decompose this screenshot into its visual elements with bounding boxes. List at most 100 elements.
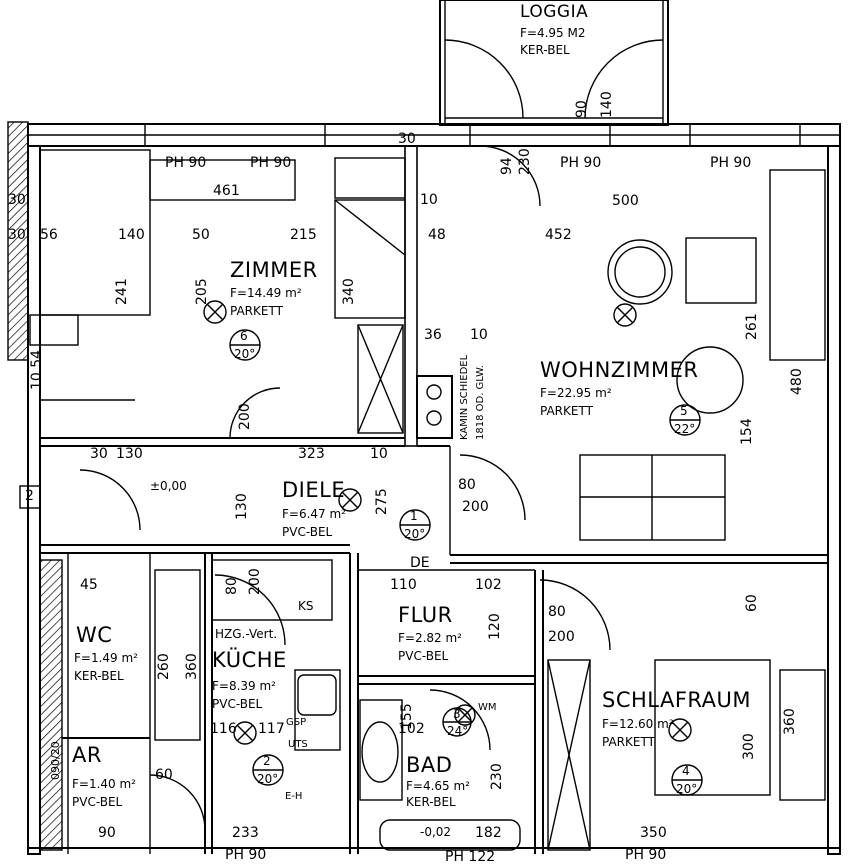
dim-s360: 360 [782, 708, 798, 735]
bad-floor: KER-BEL [406, 795, 456, 809]
flur-name: FLUR [398, 603, 453, 627]
diele-area: F=6.47 m² [282, 507, 346, 521]
ph90-5: PH 90 [225, 847, 267, 863]
diele-number: 1 [410, 509, 418, 523]
level-label: ±0,00 [150, 479, 187, 493]
dim-117: 117 [258, 721, 285, 737]
dim-130b: 130 [234, 493, 250, 520]
ar-floor: PVC-BEL [72, 795, 123, 809]
schiedel-label: KAMIN SCHIEDEL [459, 354, 470, 440]
dim-top-30: 30 [398, 131, 416, 147]
wall-zimmer-wohnzimmer [404, 145, 418, 447]
dim-261: 261 [744, 313, 760, 340]
kueche-number: 2 [263, 754, 271, 768]
diele-floor: PVC-BEL [282, 525, 333, 539]
lamp-diele [338, 488, 362, 512]
bad-temp: 24° [447, 724, 469, 738]
stair-marker: 2 [25, 488, 34, 504]
dim-b102: 102 [398, 721, 425, 737]
dim-215: 215 [290, 227, 317, 243]
dim-241: 241 [114, 278, 130, 305]
dim-230t: 230 [517, 148, 533, 175]
chimney [416, 375, 453, 439]
ph90-6: PH 90 [625, 847, 667, 863]
lamp-bad [454, 704, 476, 726]
ar-name: AR [72, 743, 102, 767]
dim-side: 090/20 [49, 741, 62, 780]
zimmer-temp: 20° [234, 347, 256, 361]
level2-label: -0,02 [420, 825, 452, 839]
dim-10: 10 [420, 192, 438, 208]
dim-30a: 30 [8, 192, 26, 208]
dim-f60: 60 [744, 594, 760, 612]
wohnzimmer-area: F=22.95 m² [540, 386, 612, 400]
wm-label: WM [478, 702, 497, 713]
lamp-zimmer [203, 300, 227, 324]
ph90-4: PH 90 [710, 155, 752, 171]
dim-233: 233 [232, 825, 259, 841]
zimmer-area: F=14.49 m² [230, 286, 302, 300]
flur-floor: PVC-BEL [398, 649, 449, 663]
loggia-area: F=4.95 M2 [520, 26, 586, 40]
lamp-wohnzimmer [613, 303, 637, 327]
dim-452: 452 [545, 227, 572, 243]
dim-230: 230 [489, 763, 505, 790]
schlafraum-floor: PARKETT [602, 735, 655, 749]
dim-45b: 45 [80, 577, 98, 593]
ar-area: F=1.40 m² [72, 777, 136, 791]
dim-50: 50 [192, 227, 210, 243]
loggia-floor: KER-BEL [520, 43, 570, 57]
dim-182: 182 [475, 825, 502, 841]
dim-323: 323 [298, 446, 325, 462]
dim-275: 275 [374, 488, 390, 515]
diele-temp: 20° [404, 527, 426, 541]
bad-area: F=4.65 m² [406, 779, 470, 793]
dim-f80: 80 [548, 604, 566, 620]
wc-floor: KER-BEL [74, 669, 124, 683]
dim-155: 155 [399, 703, 415, 730]
dim-10b: 10 [370, 446, 388, 462]
zimmer-name: ZIMMER [230, 258, 318, 282]
dim-300: 300 [741, 733, 757, 760]
dim-f200: 200 [548, 629, 575, 645]
bad-number: 3 [453, 707, 461, 721]
dim-200: 200 [237, 403, 253, 430]
wohnzimmer-name: WOHNZIMMER [540, 358, 699, 382]
kueche-temp: 20° [257, 772, 279, 786]
hzg-label: HZG.-Vert. [215, 627, 278, 641]
dim-loggia-90: 90 [574, 100, 590, 118]
wc-area: F=1.49 m² [74, 651, 138, 665]
schlafraum-number: 4 [682, 764, 690, 778]
kueche-area: F=8.39 m² [212, 679, 276, 693]
dim-200c: 200 [462, 499, 489, 515]
ph122: PH 122 [445, 849, 496, 864]
dim-h200: 200 [247, 568, 263, 595]
dim-top-461: 461 [213, 183, 240, 199]
zimmer-floor: PARKETT [230, 304, 283, 318]
lamp-schlafraum [668, 718, 692, 742]
dim-260: 260 [156, 653, 172, 680]
dim-48: 48 [428, 227, 446, 243]
eh-label: E-H [285, 791, 303, 802]
wohnzimmer-temp: 22° [674, 422, 696, 436]
dim-130: 130 [116, 446, 143, 462]
dim-top-500: 500 [612, 193, 639, 209]
dim-h80: 80 [224, 577, 240, 595]
wohnzimmer-number: 5 [680, 404, 688, 418]
dim-350: 350 [640, 825, 667, 841]
dim-w10: 10 [470, 327, 488, 343]
schlafraum-name: SCHLAFRAUM [602, 688, 752, 712]
dim-116: 116 [210, 721, 237, 737]
dim-56: 56 [40, 227, 58, 243]
schlafraum-temp: 20° [676, 782, 698, 796]
dim-110: 110 [390, 577, 417, 593]
dim-1054: 10 54 [29, 349, 45, 390]
kueche-name: KÜCHE [212, 648, 287, 672]
schiedel-dim: 1818 OD. GLW. [475, 365, 486, 440]
outer-wall-right [827, 145, 841, 855]
dim-30c: 30 [90, 446, 108, 462]
schlafraum-area: F=12.60 m² [602, 717, 674, 731]
diele-name: DIELE [282, 478, 346, 502]
